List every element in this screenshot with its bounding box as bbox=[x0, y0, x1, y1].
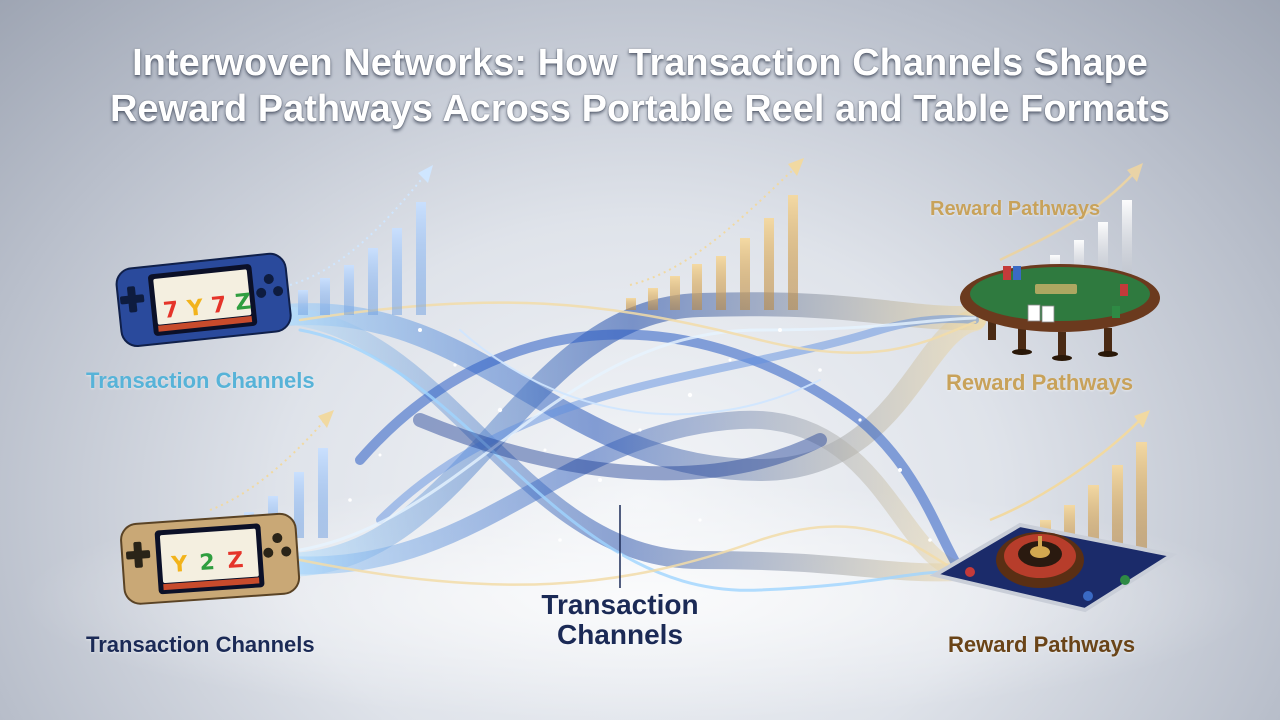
label-transaction-channels-center: Transaction Channels bbox=[541, 589, 699, 650]
label-reward-pathways-top: Reward Pathways bbox=[930, 198, 1101, 220]
growth-arrow-icon bbox=[989, 419, 1141, 522]
slot-symbol: 7 bbox=[162, 298, 180, 324]
label-reward-pathways-mid: Reward Pathways bbox=[946, 370, 1134, 395]
title-line-1: Interwoven Networks: How Transaction Cha… bbox=[132, 42, 1148, 84]
growth-arrow-icon bbox=[629, 167, 796, 286]
slot-symbol: Z bbox=[234, 289, 252, 316]
growth-bars-top-left bbox=[289, 165, 433, 315]
sparkles bbox=[348, 328, 932, 557]
growth-bars-bottom-right bbox=[989, 410, 1150, 550]
slot-symbol: 7 bbox=[210, 293, 228, 319]
page-title: Interwoven Networks: How Transaction Cha… bbox=[60, 40, 1220, 132]
title-line-2: Reward Pathways Across Portable Reel and… bbox=[109, 88, 1171, 130]
slot-reels-bottom: Y 2 Z bbox=[170, 548, 245, 578]
handheld-console-icon bbox=[120, 512, 301, 605]
slot-symbol: Y bbox=[185, 295, 206, 322]
growth-arrow-icon bbox=[289, 174, 426, 286]
growth-arrow-icon bbox=[209, 419, 326, 511]
slot-symbol: 2 bbox=[199, 550, 216, 576]
slot-reels-top: 7 Y 7 Z bbox=[162, 289, 252, 324]
label-transaction-channels-bottom: Transaction Channels bbox=[86, 632, 315, 657]
card-table-icon bbox=[960, 264, 1160, 361]
network-streams bbox=[274, 292, 987, 592]
label-reward-pathways-bottom: Reward Pathways bbox=[948, 632, 1136, 657]
label-transaction-channels-top: Transaction Channels bbox=[86, 368, 315, 393]
growth-bars-top-middle bbox=[626, 158, 804, 310]
roulette-tablet-icon bbox=[929, 522, 1178, 613]
growth-arrow-icon bbox=[999, 171, 1136, 262]
slot-symbol: Z bbox=[227, 548, 245, 574]
slot-symbol: Y bbox=[170, 552, 190, 578]
handheld-console-icon bbox=[115, 252, 292, 347]
